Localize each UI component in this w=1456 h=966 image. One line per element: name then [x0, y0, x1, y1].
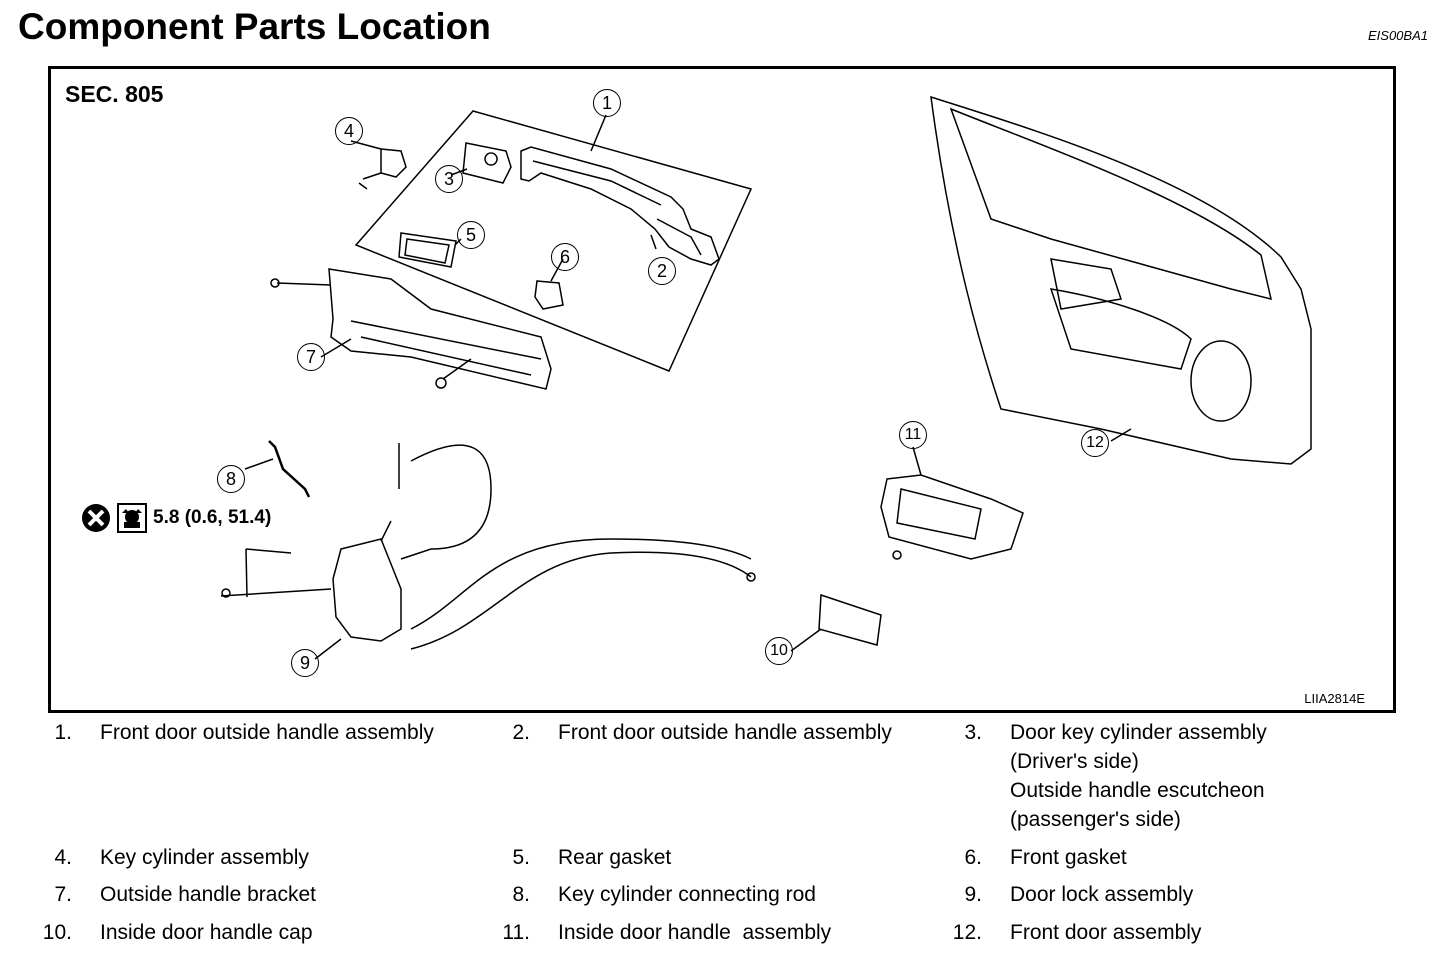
- outside-handle-drawing: [520, 146, 720, 266]
- callout-7: 7: [297, 343, 325, 371]
- inside-door-handle-drawing: [880, 474, 1024, 560]
- torque-wrench-icon: [117, 503, 147, 533]
- legend-item: 1.Front door outside handle assembly: [54, 721, 434, 744]
- rear-gasket-drawing: [398, 232, 457, 268]
- inside-handle-cap-drawing: [818, 593, 882, 646]
- callout-3: 3: [435, 165, 463, 193]
- legend-item: 6.Front gasket: [964, 846, 1127, 869]
- door-lock-cables-drawing: [220, 443, 756, 650]
- legend-item: 8.Key cylinder connecting rod: [512, 883, 816, 906]
- leader-lines: [244, 114, 1132, 660]
- legend-item: 9.Door lock assembly: [964, 883, 1194, 906]
- legend-item: 11.Inside door handle assembly: [502, 921, 832, 944]
- torque-spec: 5.8 (0.6, 51.4): [81, 503, 271, 533]
- do-not-reuse-icon: [82, 504, 110, 532]
- callout-6: 6: [551, 243, 579, 271]
- legend-item: 3.Door key cylinder assembly (Driver's s…: [964, 721, 1267, 831]
- exploded-view-drawing: [220, 95, 1312, 660]
- legend-item: 4.Key cylinder assembly: [54, 846, 309, 869]
- handle-group-panel: [354, 110, 753, 372]
- figure-code: LIIA2814E: [1304, 691, 1365, 706]
- key-cylinder-drawing: [358, 148, 407, 190]
- legend-item: 7.Outside handle bracket: [54, 883, 316, 906]
- section-label: SEC. 805: [65, 81, 164, 107]
- callout-12: 12: [1081, 429, 1109, 457]
- document-code: EIS00BA1: [1368, 28, 1428, 43]
- callout-1: 1: [593, 89, 621, 117]
- connecting-rod-drawing: [268, 440, 311, 498]
- diagram-frame: SEC. 805 LIIA2814E 5.8 (0.6, 51.4): [48, 66, 1396, 713]
- front-door-drawing: [930, 95, 1312, 465]
- outside-handle-bracket-drawing: [270, 268, 552, 390]
- legend-item: 10.Inside door handle cap: [42, 921, 313, 944]
- page-title: Component Parts Location: [18, 6, 491, 47]
- legend-item: 5.Rear gasket: [512, 846, 672, 869]
- legend-item: 12.Front door assembly: [952, 921, 1202, 944]
- callout-5: 5: [457, 221, 485, 249]
- callout-11: 11: [899, 421, 927, 449]
- callout-2: 2: [648, 257, 676, 285]
- legend-item: 2.Front door outside handle assembly: [512, 721, 892, 744]
- key-cylinder-escutcheon-drawing: [462, 142, 512, 184]
- callout-8: 8: [217, 465, 245, 493]
- callout-9: 9: [291, 649, 319, 677]
- callout-4: 4: [335, 117, 363, 145]
- callout-10: 10: [765, 637, 793, 665]
- front-gasket-drawing: [534, 280, 564, 310]
- torque-value: 5.8 (0.6, 51.4): [153, 507, 272, 528]
